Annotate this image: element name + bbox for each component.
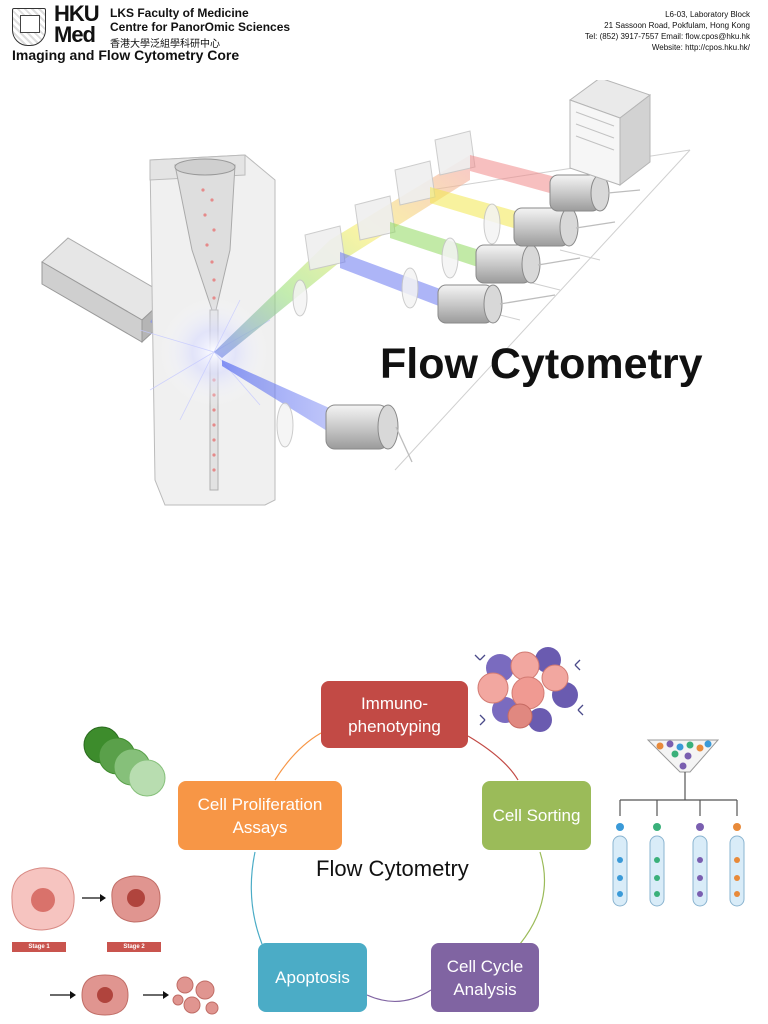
laser-source-icon <box>41 237 169 344</box>
cycle-center-label: Flow Cytometry <box>316 856 469 881</box>
faculty-name: LKS Faculty of Medicine <box>110 6 249 20</box>
apoptosis-label: Apoptosis <box>275 968 350 987</box>
cell-proliferation-label: Cell Proliferation Assays <box>197 794 323 837</box>
applications-diagram <box>11 647 745 1016</box>
apoptosis-stages-icon <box>11 867 219 1016</box>
crest-book-icon <box>20 15 40 33</box>
contact-line: Tel: (852) 3917-7557 Email: flow.cpos@hk… <box>584 32 750 41</box>
stage-1-label: Stage 1 <box>12 942 66 952</box>
centre-name-chinese: 香港大學泛組學科研中心 <box>110 39 220 50</box>
cell-proliferation-box: Cell Proliferation Assays <box>178 781 342 850</box>
website-line: Website: http://cpos.hku.hk/ <box>651 43 750 52</box>
address-line-2: 21 Sassoon Road, Pokfulam, Hong Kong <box>604 21 750 30</box>
core-facility-name: Imaging and Flow Cytometry Core <box>12 47 240 63</box>
logo-hku-text: HKU <box>54 1 100 26</box>
computer-icon <box>568 80 652 187</box>
flow-cytometer-illustration <box>41 80 691 506</box>
stage-2-label: Stage 2 <box>107 942 161 952</box>
cell-cycle-box: Cell Cycle Analysis <box>431 943 539 1012</box>
proliferation-dye-icon <box>83 726 166 797</box>
immunophenotyping-box: Immuno- phenotyping <box>321 681 468 748</box>
cell-sorting-label: Cell Sorting <box>492 806 581 825</box>
apoptosis-box: Apoptosis <box>258 943 367 1012</box>
hero-title: Flow Cytometry <box>380 340 703 388</box>
logo-med-text: Med <box>54 22 96 47</box>
address-line-1: L6-03, Laboratory Block <box>665 10 750 19</box>
cell-sorter-icon <box>612 739 745 907</box>
cell-cycle-label: Cell Cycle Analysis <box>446 956 524 999</box>
detector-icon <box>325 174 610 450</box>
hku-crest-logo <box>12 8 46 46</box>
centre-name: Centre for PanorOmic Sciences <box>110 20 291 34</box>
cell-sorting-box: Cell Sorting <box>482 781 591 850</box>
immunophenotyping-label: Immuno- phenotyping <box>348 693 441 736</box>
immune-cells-icon <box>474 647 584 732</box>
